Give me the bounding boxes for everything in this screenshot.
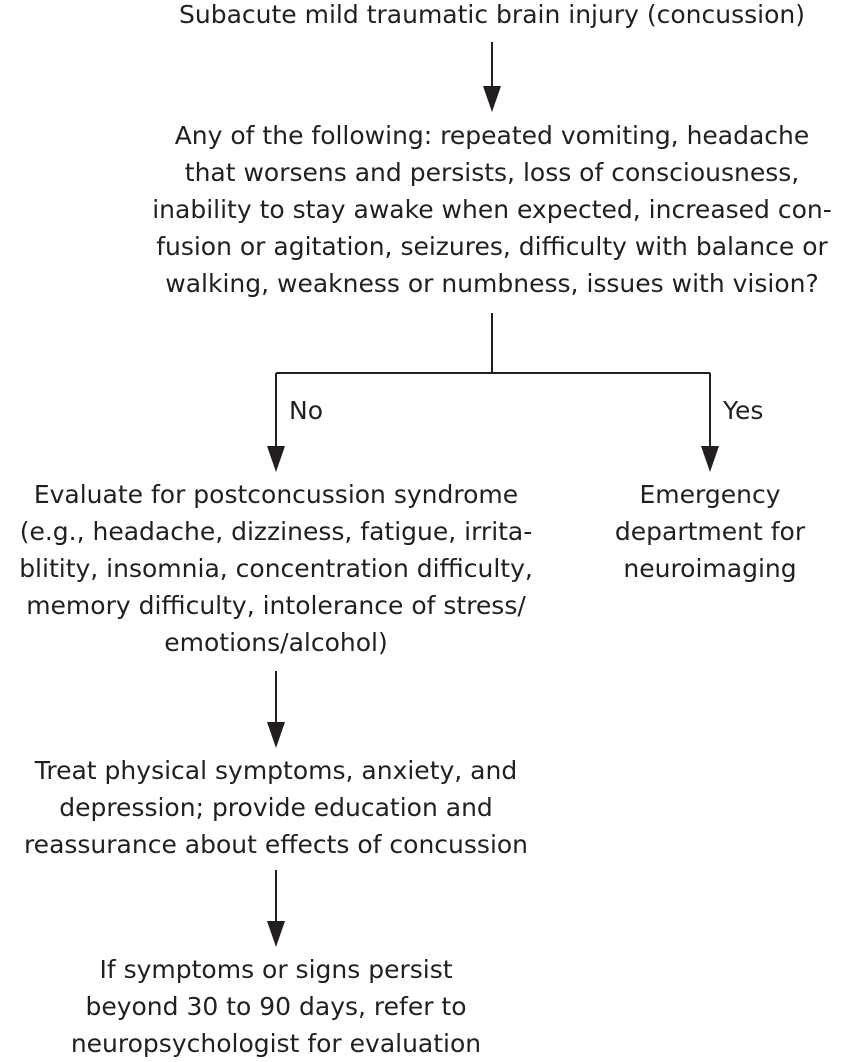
evaluate-line: emotions/alcohol) <box>164 628 388 657</box>
decision-line: inability to stay awake when expected, i… <box>152 195 832 224</box>
treat-line: reassurance about effects of concussion <box>23 830 529 859</box>
decision-line: fusion or agitation, seizures, difficult… <box>156 232 828 261</box>
decision-split-connector <box>276 313 710 374</box>
arrow-start-to-decision <box>483 42 501 112</box>
emergency-node: Emergency department for neuroimaging <box>590 476 830 587</box>
start-node-text: Subacute mild traumatic brain injury (co… <box>179 0 805 29</box>
arrow-evaluate-to-treat <box>267 671 285 748</box>
evaluate-line: memory difficulty, intolerance of stress… <box>26 591 526 620</box>
no-branch-label: No <box>289 396 323 425</box>
treat-node: Treat physical symptoms, anxiety, and de… <box>0 752 556 863</box>
decision-line: walking, weakness or numbness, issues wi… <box>165 269 819 298</box>
evaluate-line: blitity, insomnia, concentration difficu… <box>19 554 533 583</box>
treat-line: Treat physical symptoms, anxiety, and <box>34 756 518 785</box>
yes-branch-label: Yes <box>723 396 764 425</box>
refer-line: If symptoms or signs persist <box>99 955 453 984</box>
refer-line: neuropsychologist for evaluation <box>70 1029 482 1058</box>
refer-node: If symptoms or signs persist beyond 30 t… <box>0 951 552 1062</box>
decision-line: that worsens and persists, loss of consc… <box>184 158 800 187</box>
start-node: Subacute mild traumatic brain injury (co… <box>142 0 842 33</box>
decision-node: Any of the following: repeated vomiting,… <box>92 117 859 302</box>
arrow-treat-to-refer <box>267 870 285 947</box>
evaluate-line: (e.g., headache, dizziness, fatigue, irr… <box>19 517 533 546</box>
evaluate-line: Evaluate for postconcussion syndrome <box>33 480 519 509</box>
evaluate-node: Evaluate for postconcussion syndrome (e.… <box>0 476 556 661</box>
emergency-line: neuroimaging <box>623 554 797 583</box>
refer-line: beyond 30 to 90 days, refer to <box>85 992 467 1021</box>
decision-line: Any of the following: repeated vomiting,… <box>174 121 810 150</box>
emergency-line: Emergency <box>639 480 781 509</box>
emergency-line: department for <box>614 517 806 546</box>
arrow-yes-branch <box>701 373 719 472</box>
arrow-no-branch <box>267 373 285 472</box>
treat-line: depression; provide education and <box>59 793 493 822</box>
